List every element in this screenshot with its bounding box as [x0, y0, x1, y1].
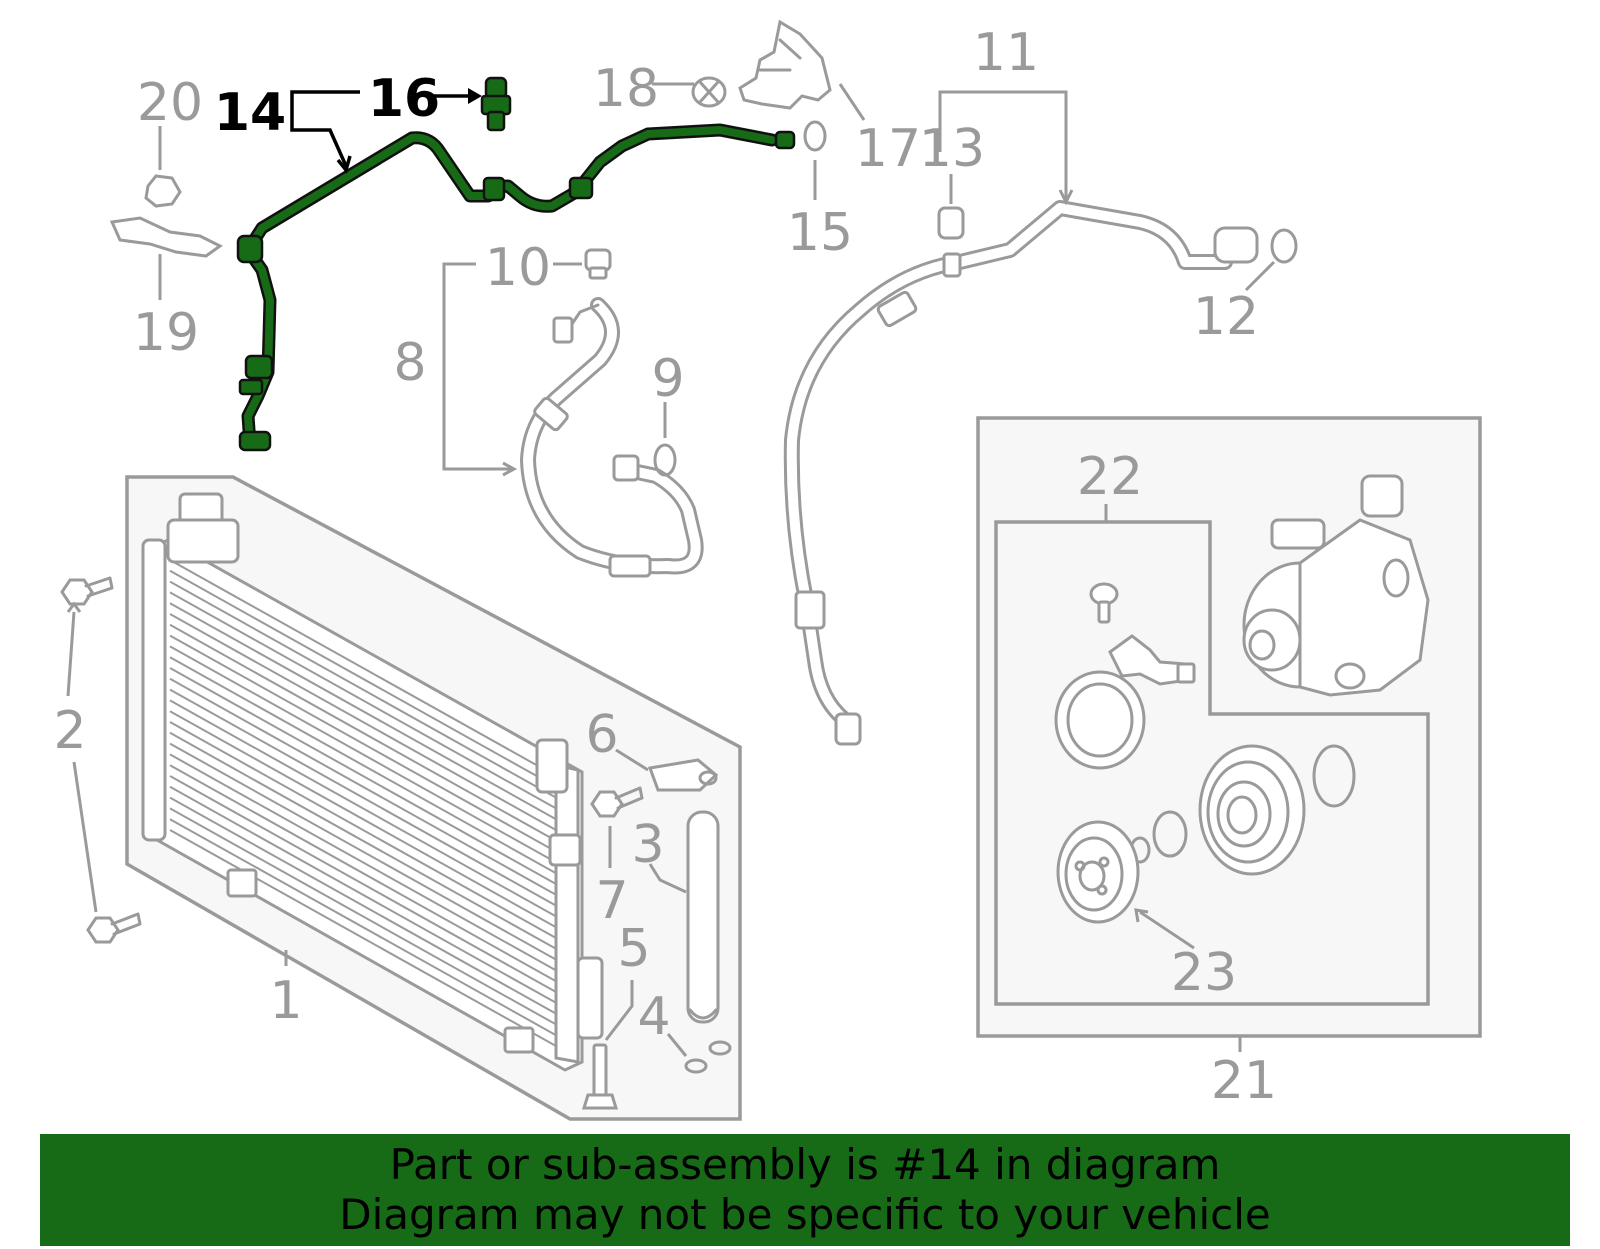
condenser-fin [169, 569, 557, 788]
condenser-fin [169, 818, 557, 1037]
bracket-19[interactable] [109, 216, 223, 258]
condenser-fin [169, 623, 557, 842]
condenser-group [125, 475, 742, 1121]
condenser-fin [169, 785, 557, 1004]
callout-12: 12 [1193, 287, 1259, 347]
condenser-fin [169, 602, 557, 821]
bolt-5[interactable] [581, 1043, 619, 1110]
callout-10: 10 [485, 238, 551, 298]
leader-14 [290, 90, 360, 167]
callout-15: 15 [787, 203, 853, 263]
clutch-screw[interactable] [1089, 582, 1119, 624]
cap-13[interactable] [937, 206, 965, 240]
clip-18[interactable] [691, 76, 727, 108]
pulley[interactable] [1198, 744, 1306, 876]
callout-21: 21 [1211, 1051, 1277, 1111]
bolt-7[interactable] [590, 786, 644, 818]
callout-labels: 1 2 3 4 5 6 7 8 9 10 11 12 13 14 15 16 1… [53, 23, 1277, 1111]
info-banner: Part or sub-assembly is #14 in diagram D… [40, 1134, 1570, 1246]
callout-4: 4 [637, 987, 670, 1047]
leader-4 [666, 1033, 688, 1057]
bracket-6[interactable] [647, 758, 719, 792]
condenser-fin [169, 634, 557, 853]
snap-ring-small[interactable] [1152, 810, 1188, 858]
condenser-fin [169, 721, 557, 939]
condenser-fin [169, 645, 557, 864]
clutch-hub-23[interactable] [1056, 820, 1140, 924]
o-ring-9[interactable] [653, 443, 677, 477]
compressor[interactable] [1242, 474, 1430, 697]
condenser-fin [169, 764, 557, 983]
callout-16: 16 [368, 69, 440, 129]
callout-8: 8 [393, 333, 426, 393]
bolt-lower[interactable] [86, 912, 142, 944]
condenser-fin [169, 807, 557, 1026]
condenser-fin [169, 829, 557, 1047]
callout-5: 5 [617, 919, 650, 979]
cap-10[interactable] [584, 248, 612, 280]
banner-line-2: Diagram may not be specific to your vehi… [339, 1190, 1271, 1239]
o-rings-4[interactable] [684, 1040, 732, 1074]
leader-8 [442, 262, 512, 471]
hose-11[interactable] [783, 200, 1259, 746]
condenser-fin [169, 656, 557, 875]
condenser-fin [169, 677, 557, 896]
callout-23: 23 [1171, 943, 1237, 1003]
o-ring-15[interactable] [803, 120, 827, 152]
callout-20: 20 [137, 73, 203, 133]
callout-6: 6 [585, 705, 618, 765]
callout-17: 17 [855, 119, 921, 179]
condenser-fin [169, 559, 557, 777]
bolt-upper[interactable] [60, 576, 114, 606]
clutch-coil[interactable] [1054, 634, 1196, 770]
leader-11 [938, 90, 1068, 200]
condenser-fin [169, 753, 557, 972]
leader-17 [838, 83, 866, 121]
leader-12 [1244, 260, 1276, 292]
callout-7: 7 [595, 871, 628, 931]
callout-22: 22 [1077, 447, 1143, 507]
discharge-hose-14[interactable] [236, 123, 796, 452]
callout-11: 11 [973, 23, 1039, 83]
condenser-fin [169, 710, 557, 929]
banner-line-1: Part or sub-assembly is #14 in diagram [389, 1140, 1221, 1189]
callout-2: 2 [53, 701, 86, 761]
condenser-fin [169, 667, 557, 885]
condenser-fin [169, 580, 557, 799]
leader-3 [648, 863, 687, 894]
condenser-fin [169, 731, 557, 950]
condenser-fin [169, 699, 557, 918]
pressure-switch-16[interactable] [480, 76, 512, 132]
callout-19: 19 [133, 303, 199, 363]
leader-23 [1139, 910, 1195, 950]
o-ring-12[interactable] [1270, 228, 1298, 264]
leader-5 [604, 980, 634, 1041]
hose-8[interactable] [520, 297, 704, 578]
leader-2 [66, 611, 98, 913]
callout-3: 3 [631, 815, 664, 875]
condenser-fin [169, 775, 557, 993]
callout-18: 18 [593, 59, 659, 119]
callout-1: 1 [269, 971, 302, 1031]
condenser-fin [169, 742, 557, 961]
condenser[interactable] [141, 492, 604, 1072]
clip-20[interactable] [144, 174, 182, 208]
condenser-fin [169, 591, 557, 810]
callout-14: 14 [214, 83, 286, 143]
condenser-fin [169, 796, 557, 1015]
bracket-17[interactable] [738, 19, 832, 110]
condenser-fin [169, 688, 557, 907]
receiver-dryer[interactable] [686, 810, 720, 1024]
condenser-fins [169, 559, 557, 1047]
snap-ring-large[interactable] [1312, 744, 1356, 808]
callout-9: 9 [651, 349, 684, 409]
callout-13: 13 [919, 119, 985, 179]
leader-6 [615, 748, 649, 772]
condenser-fin [169, 613, 557, 831]
